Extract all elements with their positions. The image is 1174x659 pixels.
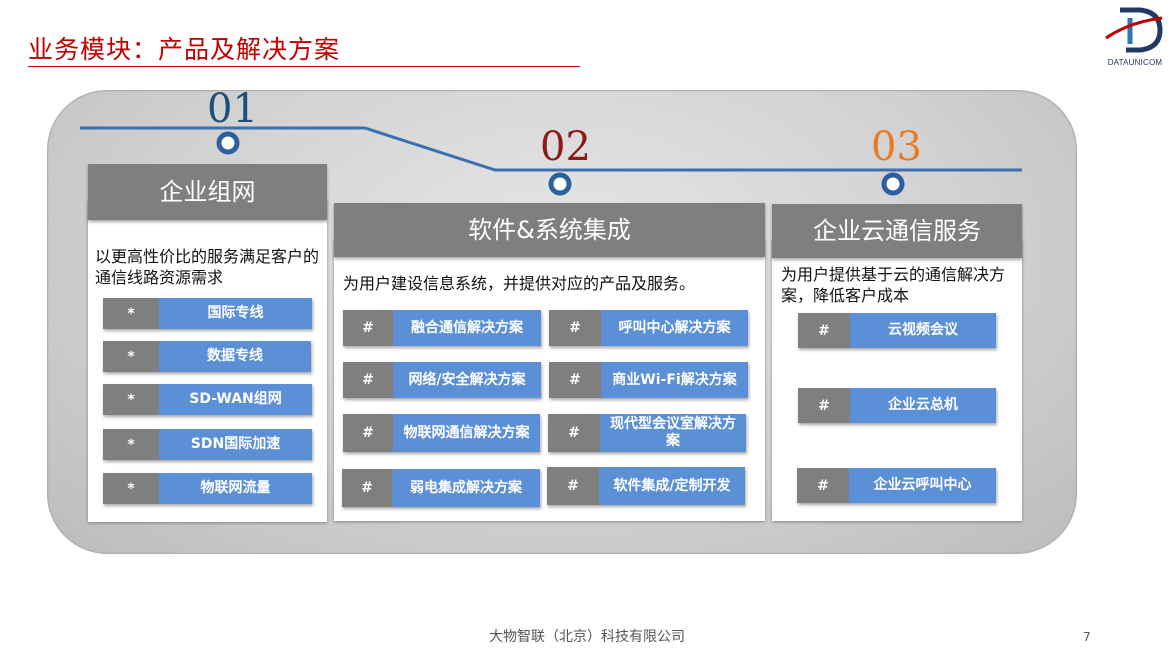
item-label: 物联网流量 (159, 473, 312, 504)
company-logo: DATAUNICOM (1100, 4, 1170, 70)
item-unified-communications[interactable]: # 融合通信解决方案 (343, 310, 541, 346)
item-label: 现代型会议室解决方案 (600, 414, 746, 452)
item-weak-current[interactable]: # 弱电集成解决方案 (342, 469, 540, 507)
item-label: 企业云呼叫中心 (849, 468, 996, 503)
item-iot-communications[interactable]: # 物联网通信解决方案 (343, 414, 540, 452)
item-label: SD-WAN组网 (159, 384, 312, 415)
item-label: 云视频会议 (850, 313, 996, 348)
logo-mark-icon (1105, 7, 1163, 53)
page-number: 7 (1083, 630, 1091, 644)
card-heading-enterprise-network: 企业组网 (88, 164, 327, 220)
item-label: 呼叫中心解决方案 (601, 310, 748, 346)
item-label: 融合通信解决方案 (393, 310, 541, 346)
item-label: SDN国际加速 (159, 429, 312, 460)
item-sdn-acceleration[interactable]: * SDN国际加速 (103, 429, 312, 460)
bullet-mark: # (343, 310, 393, 346)
item-label: 物联网通信解决方案 (393, 414, 540, 452)
bullet-mark: * (103, 341, 159, 372)
title-underline (28, 66, 580, 67)
bullet-mark: # (548, 414, 600, 452)
item-network-security[interactable]: # 网络/安全解决方案 (343, 362, 541, 398)
bullet-mark: # (549, 362, 601, 398)
item-meeting-room[interactable]: # 现代型会议室解决方案 (548, 414, 746, 452)
card-heading-cloud-communications: 企业云通信服务 (772, 204, 1022, 258)
item-data-leased-line[interactable]: * 数据专线 (103, 341, 311, 372)
step-number-3: 03 (871, 124, 922, 170)
item-label: 弱电集成解决方案 (392, 469, 540, 507)
bullet-mark: # (343, 414, 393, 452)
footer-company-name: 大物智联（北京）科技有限公司 (489, 629, 685, 645)
card-heading-software-integration: 软件&系统集成 (334, 203, 765, 257)
item-custom-development[interactable]: # 软件集成/定制开发 (547, 467, 745, 505)
card-description: 为用户提供基于云的通信解决方案，降低客户成本 (781, 265, 1006, 305)
step-number-2: 02 (540, 124, 591, 170)
bullet-mark: * (103, 384, 159, 415)
bullet-mark: * (103, 473, 159, 504)
item-call-center[interactable]: # 呼叫中心解决方案 (549, 310, 748, 346)
item-label: 软件集成/定制开发 (599, 467, 745, 505)
bullet-mark: # (342, 469, 392, 507)
item-label: 商业Wi-Fi解决方案 (601, 362, 748, 398)
item-intl-leased-line[interactable]: * 国际专线 (103, 298, 312, 329)
bullet-mark: # (549, 310, 601, 346)
bullet-mark: # (343, 362, 393, 398)
item-commercial-wifi[interactable]: # 商业Wi-Fi解决方案 (549, 362, 748, 398)
item-label: 数据专线 (159, 341, 311, 372)
page-title: 业务模块：产品及解决方案 (28, 35, 341, 64)
card-description: 为用户建设信息系统，并提供对应的产品及服务。 (343, 274, 696, 293)
bullet-mark: * (103, 298, 159, 329)
bullet-mark: # (798, 388, 850, 423)
card-description: 以更高性价比的服务满足客户的通信线路资源需求 (95, 247, 320, 287)
item-label: 国际专线 (159, 298, 312, 329)
bullet-mark: # (547, 467, 599, 505)
item-label: 网络/安全解决方案 (393, 362, 541, 398)
step-number-1: 01 (207, 86, 258, 132)
bullet-mark: * (103, 429, 159, 460)
item-cloud-call-center[interactable]: # 企业云呼叫中心 (797, 468, 996, 503)
bullet-mark: # (797, 468, 849, 503)
item-label: 企业云总机 (850, 388, 996, 423)
logo-text: DATAUNICOM (1107, 58, 1163, 67)
bullet-mark: # (798, 313, 850, 348)
item-sd-wan[interactable]: * SD-WAN组网 (103, 384, 312, 415)
item-iot-traffic[interactable]: * 物联网流量 (103, 473, 312, 504)
item-cloud-video-conference[interactable]: # 云视频会议 (798, 313, 996, 348)
item-cloud-pbx[interactable]: # 企业云总机 (798, 388, 996, 423)
